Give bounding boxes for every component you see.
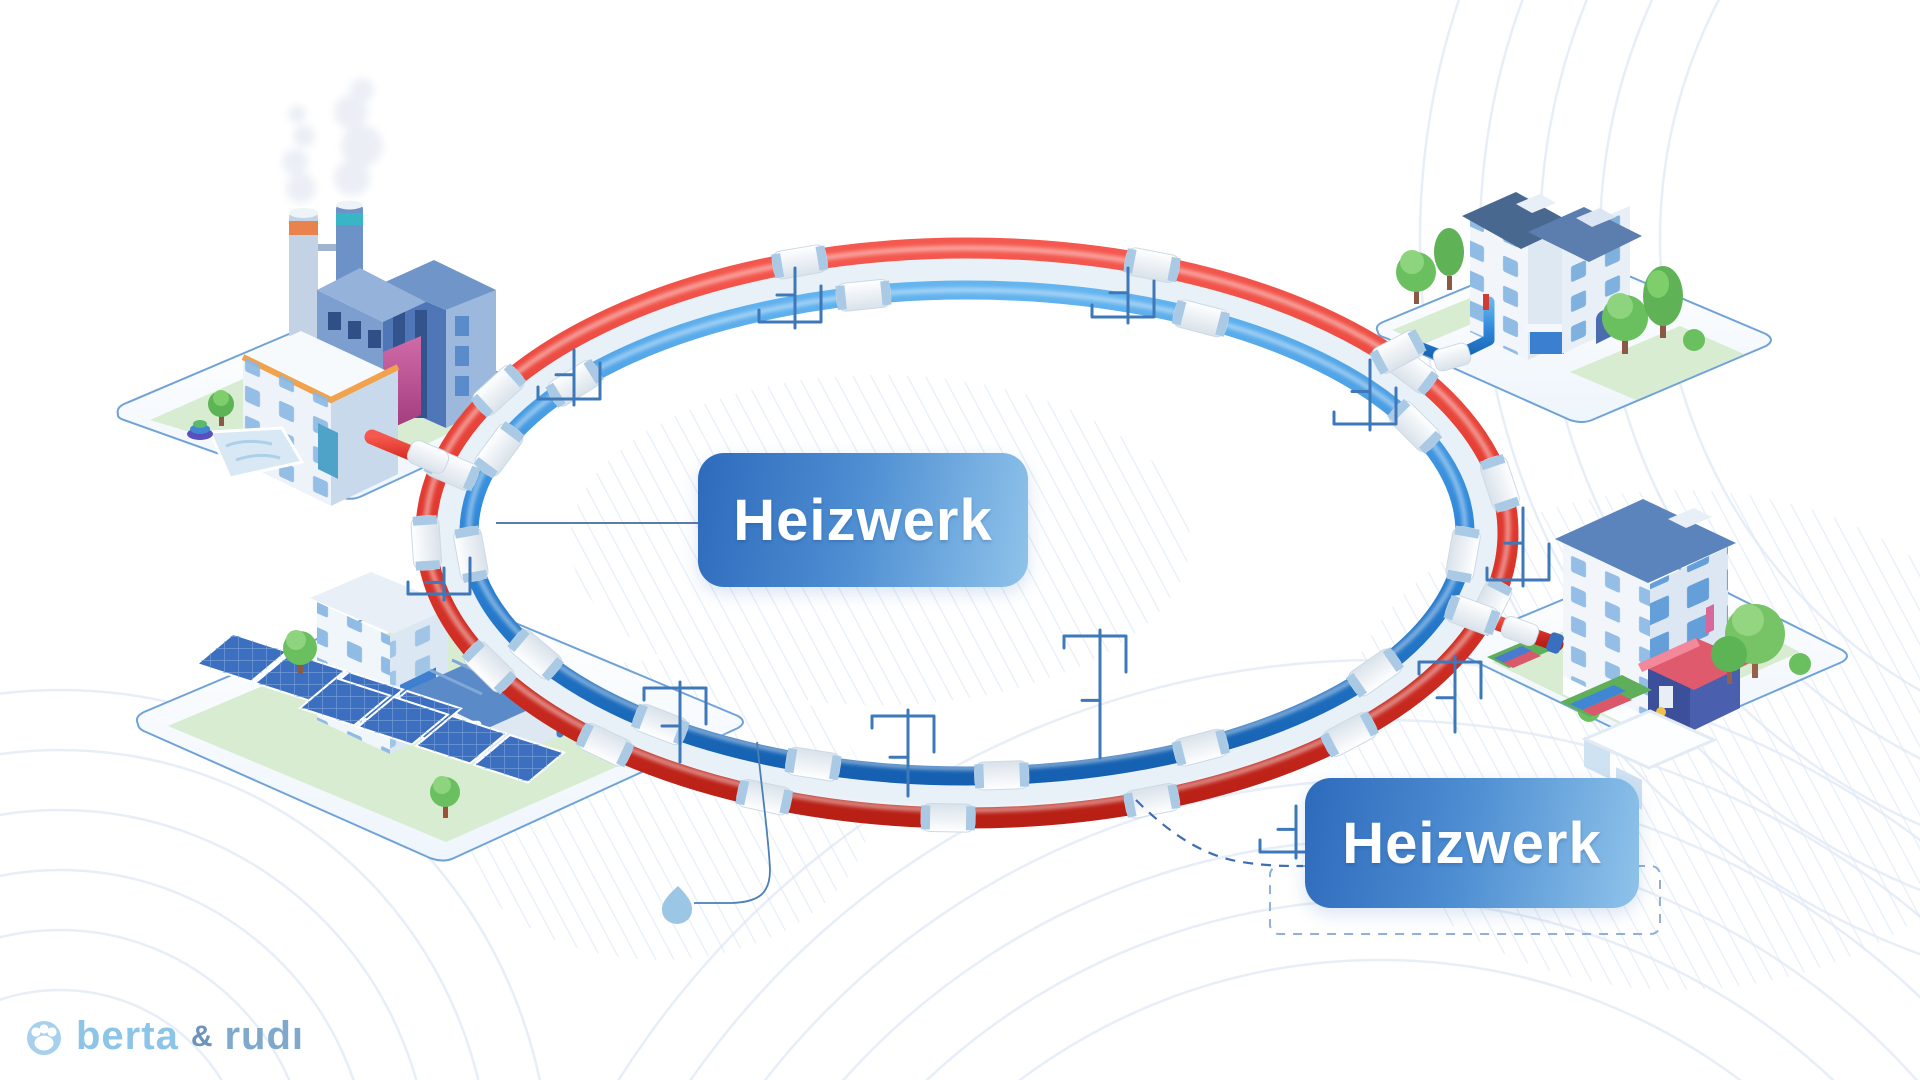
pipe-sleeve bbox=[1171, 299, 1230, 338]
pipe-sleeve bbox=[1479, 454, 1520, 513]
pipe-sleeve bbox=[473, 421, 525, 479]
marker-flag bbox=[870, 708, 936, 798]
logo-word-berta: berta bbox=[76, 1014, 179, 1058]
pipe-sleeve bbox=[575, 722, 635, 768]
marker-flag bbox=[1258, 804, 1324, 860]
residential-trees-left bbox=[1396, 228, 1464, 304]
marker-flag bbox=[1090, 266, 1156, 325]
pipe-sleeve bbox=[410, 515, 442, 571]
factory-basin bbox=[207, 426, 305, 480]
pipe-sleeve bbox=[784, 746, 842, 782]
marker-flag bbox=[1417, 654, 1483, 734]
flower-beds bbox=[1487, 638, 1652, 717]
callout-lines bbox=[496, 522, 1661, 935]
residential-trees-right bbox=[1602, 266, 1705, 354]
drop-line bbox=[694, 741, 771, 904]
heizwerk-label-bottom: Heizwerk bbox=[1305, 778, 1639, 908]
dashed-curve bbox=[1135, 799, 1304, 868]
factory-tree bbox=[208, 390, 234, 426]
office-path bbox=[1581, 709, 1718, 770]
marker-flag bbox=[642, 680, 708, 764]
factory-mid-building bbox=[317, 268, 426, 385]
office-site bbox=[1462, 499, 1811, 810]
pipe-sleeve bbox=[974, 760, 1030, 791]
marker-flag bbox=[536, 348, 602, 407]
logo-ampersand: & bbox=[190, 1019, 213, 1053]
pipe-sleeve bbox=[1320, 711, 1379, 758]
heizwerk-label-center: Heizwerk bbox=[698, 453, 1028, 587]
marker-flag bbox=[1062, 628, 1128, 760]
pipe-sleeve bbox=[507, 627, 565, 682]
pipe-sleeve bbox=[920, 802, 976, 833]
paw-icon bbox=[27, 1020, 61, 1055]
district-heating-ring bbox=[406, 237, 1540, 833]
marker-flag bbox=[1485, 506, 1551, 588]
residential-site bbox=[1386, 192, 1744, 400]
insulation-ring bbox=[434, 256, 1500, 810]
water-drop bbox=[661, 886, 693, 924]
pipe-sleeve bbox=[1171, 728, 1230, 767]
pipe-sleeve bbox=[835, 278, 892, 312]
dashed-zone bbox=[1269, 865, 1661, 935]
pipe-sleeve bbox=[1345, 647, 1404, 698]
solar-trees bbox=[283, 630, 460, 818]
marker-flag bbox=[406, 556, 472, 602]
pipe-sleeve bbox=[1123, 782, 1181, 819]
heizwerk-label-center-text: Heizwerk bbox=[733, 487, 993, 553]
pipe-sleeve bbox=[771, 244, 829, 280]
chimney-orange bbox=[289, 208, 318, 351]
pipe-sleeve bbox=[1387, 398, 1443, 455]
factory-site bbox=[150, 78, 520, 506]
solar-panel-array bbox=[194, 632, 567, 784]
pipe-sleeve bbox=[461, 639, 517, 695]
logo-word-rudi: rudı bbox=[224, 1014, 305, 1058]
chimney-smoke bbox=[282, 78, 383, 203]
chimney-teal bbox=[318, 200, 363, 290]
pipe-sleeve bbox=[470, 363, 527, 418]
marker-flag bbox=[1332, 358, 1398, 432]
residential-building-left bbox=[1462, 192, 1574, 360]
heizwerk-label-bottom-text: Heizwerk bbox=[1342, 810, 1602, 876]
pipe-sleeve bbox=[735, 779, 794, 816]
marker-flag bbox=[757, 266, 823, 330]
brand-logo: berta & rudı bbox=[22, 1014, 304, 1059]
junction-fittings bbox=[406, 329, 1540, 647]
colorful-mound bbox=[187, 420, 213, 440]
marker-flags bbox=[406, 266, 1551, 860]
pipe-sleeve bbox=[1123, 247, 1181, 284]
pipe-sleeve bbox=[1445, 525, 1481, 583]
